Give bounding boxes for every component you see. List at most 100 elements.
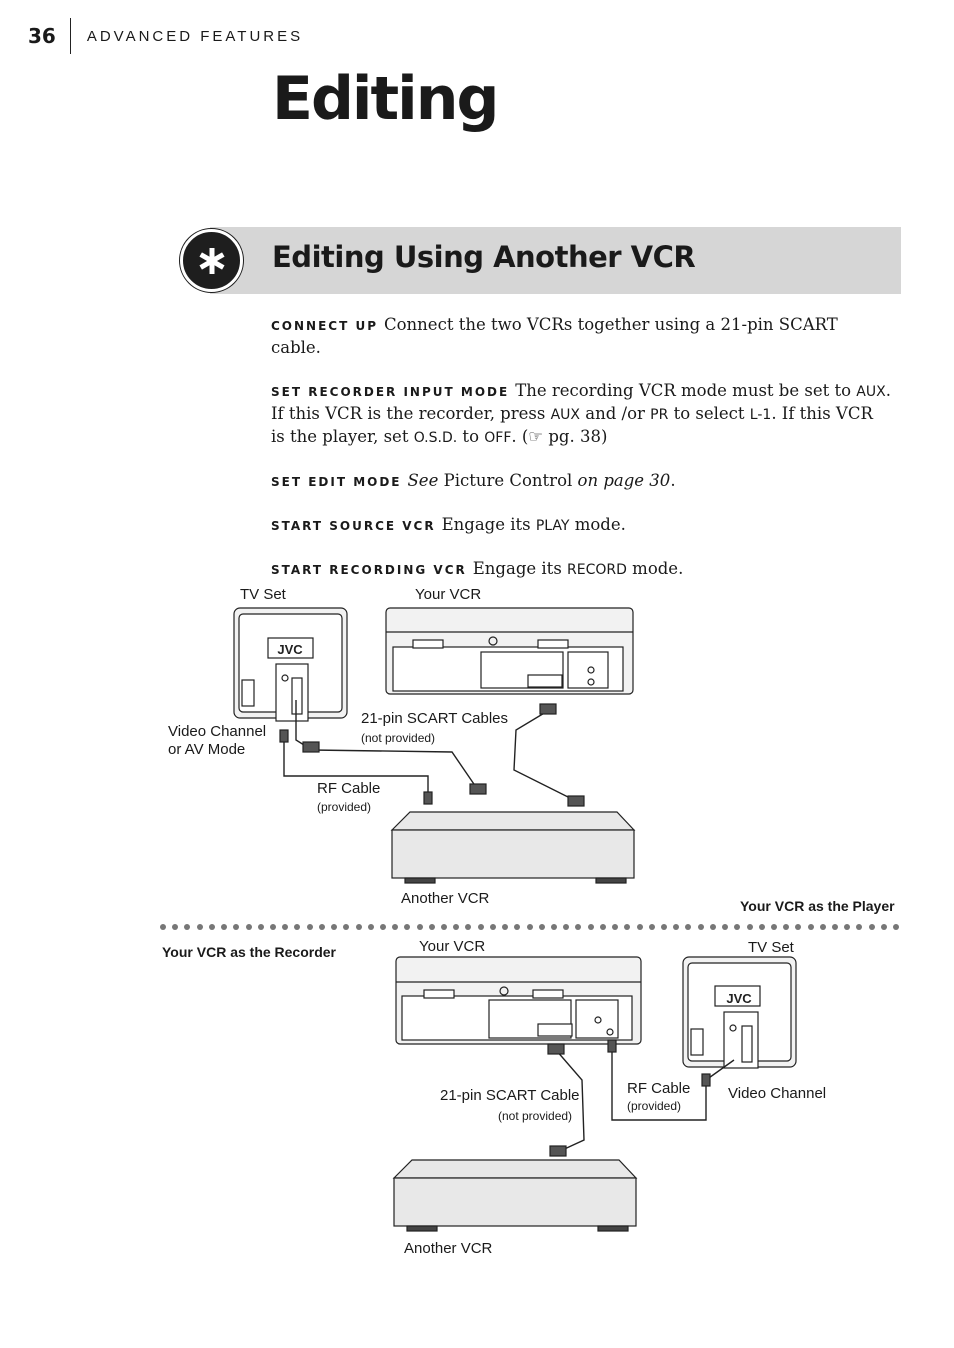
divider-dot (208, 924, 215, 930)
label-rf-note: (provided) (317, 800, 372, 814)
divider-dot (172, 924, 179, 930)
running-header: 36 ADVANCED FEATURES (28, 18, 303, 54)
key-osd: O.S.D. (413, 430, 458, 446)
step-text: Engage its (441, 515, 536, 534)
divider-dot (343, 924, 350, 930)
key-play: PLAY (535, 518, 570, 534)
divider-dot (807, 924, 814, 930)
step-label: SET EDIT MODE (271, 475, 402, 489)
divider-dot (160, 924, 166, 930)
divider-dot (746, 924, 753, 930)
divider-dot (526, 924, 533, 930)
label-tv-set: TV Set (240, 586, 286, 603)
divider-dot (636, 924, 643, 930)
divider-dot (868, 924, 875, 930)
another-vcr-illustration (392, 1159, 638, 1232)
step-text: . If this VCR is the player, set (271, 404, 873, 446)
step-text: to select (668, 404, 750, 423)
divider-dot (856, 924, 863, 930)
step-recorder-input-mode: SET RECORDER INPUT MODE The recording VCR… (271, 380, 891, 449)
divider-dot (282, 924, 289, 930)
step-label: SET RECORDER INPUT MODE (271, 385, 510, 399)
page-reference: on page 30 (577, 471, 671, 490)
tv-set-illustration (233, 607, 348, 722)
step-text: . If this VCR is the recorder, press (271, 381, 891, 423)
step-text: The recording VCR mode must be set to (515, 381, 857, 400)
label-another-vcr: Another VCR (404, 1240, 493, 1257)
divider-dot (551, 924, 557, 930)
section-label: ADVANCED FEATURES (86, 27, 304, 45)
divider-dot (392, 924, 399, 930)
step-text: Connect the two VCRs together using a 21… (271, 315, 838, 357)
divider-dot (379, 924, 386, 930)
caption-player: Your VCR as the Player (740, 898, 895, 914)
rf-cable (283, 740, 429, 798)
step-label: START RECORDING VCR (271, 563, 467, 577)
dotted-divider (160, 922, 900, 932)
divider-dot (770, 924, 777, 930)
divider-dot (294, 924, 301, 930)
jvc-logo: JVC (277, 642, 303, 657)
divider-dot (722, 924, 729, 930)
scart-cable (555, 1049, 585, 1153)
divider-dot (306, 924, 313, 930)
divider-dot (428, 924, 435, 930)
label-your-vcr: Your VCR (419, 938, 486, 955)
divider-dot (245, 924, 252, 930)
section-title: Editing Using Another VCR (272, 240, 696, 274)
label-scart-note: (not provided) (498, 1109, 573, 1123)
divider-dot (257, 924, 264, 930)
label-video-channel: Video Channel (728, 1085, 827, 1102)
divider-dot (453, 924, 460, 930)
asterisk-icon (180, 229, 243, 292)
divider-dot (685, 924, 692, 930)
divider-dot (783, 924, 790, 930)
your-vcr-illustration (385, 607, 634, 695)
divider-dot (489, 924, 496, 930)
step-label: CONNECT UP (271, 319, 378, 333)
section-banner (210, 227, 901, 294)
divider-dot (477, 924, 484, 930)
divider-dot (624, 924, 631, 930)
step-text: . (670, 471, 676, 490)
step-text: Engage its (472, 559, 568, 578)
label-rf-cable: RF Cable (317, 780, 381, 797)
step-text: . (☞ pg. 38) (511, 427, 608, 446)
divider-dot (660, 924, 667, 930)
divider-dot (587, 924, 594, 930)
player-diagram: JVC (233, 607, 636, 884)
rf-cable (611, 1050, 735, 1121)
divider-dot (734, 924, 741, 930)
divider-dot (184, 924, 191, 930)
page-number: 36 (28, 18, 71, 54)
divider-dot (575, 924, 582, 930)
divider-dot (612, 924, 619, 930)
tv-set-illustration (682, 956, 797, 1069)
divider-dot (221, 924, 228, 930)
divider-dot (404, 924, 411, 930)
divider-dot (416, 924, 423, 930)
divider-dot (893, 924, 900, 930)
divider-dot (844, 924, 851, 930)
divider-dot (538, 924, 545, 930)
recorder-diagram: JVC (392, 956, 797, 1232)
step-text: to (457, 427, 485, 446)
divider-dot (233, 924, 240, 930)
divider-dot (196, 924, 203, 930)
divider-dot (465, 924, 472, 930)
divider-dot (331, 924, 338, 930)
step-label: START SOURCE VCR (271, 519, 436, 533)
page-title: Editing (272, 64, 499, 134)
divider-dot (648, 924, 655, 930)
key-l1: L-1 (749, 407, 772, 423)
key-off: OFF (484, 430, 512, 446)
step-text: mode. (626, 559, 684, 578)
label-rf-cable: RF Cable (627, 1080, 691, 1097)
label-video-channel: Video Channel (168, 723, 267, 740)
divider-dot (832, 924, 839, 930)
